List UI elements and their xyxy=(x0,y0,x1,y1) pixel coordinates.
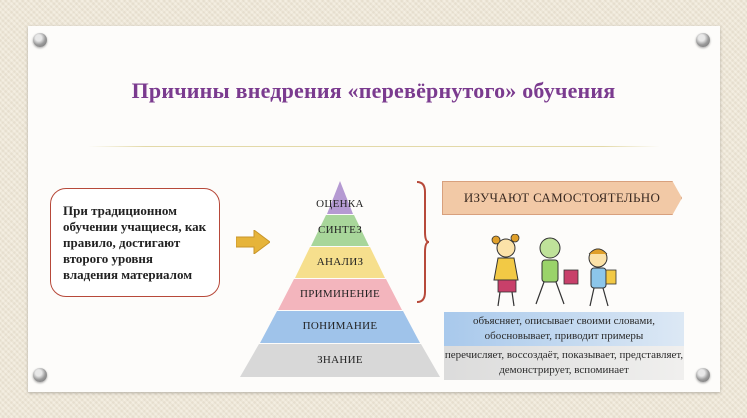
pyramid-level-synthesis xyxy=(311,215,369,246)
pyramid-label-application: ПРИМИНЕНИЕ xyxy=(300,288,380,300)
pyramid-level-application xyxy=(278,279,402,310)
pyramid-level-analysis xyxy=(295,247,385,278)
pin-icon xyxy=(33,33,47,47)
pyramid-label-knowledge: ЗНАНИЕ xyxy=(317,354,363,366)
pin-icon xyxy=(696,368,710,382)
pin-icon xyxy=(33,368,47,382)
knowledge-description: перечисляет, воссоздаёт, показывает, пре… xyxy=(444,346,684,380)
pyramid-level-evaluation xyxy=(327,181,353,214)
pyramid-level-understanding xyxy=(260,311,420,343)
pin-icon xyxy=(696,33,710,47)
children-illustration xyxy=(491,234,617,307)
brace-icon xyxy=(416,181,429,303)
pyramid-label-analysis: АНАЛИЗ xyxy=(316,256,364,268)
pyramid-level-knowledge xyxy=(240,344,440,377)
pyramid-label-synthesis: СИНТЕЗ xyxy=(317,224,363,236)
self-study-label: ИЗУЧАЮТ САМОСТОЯТЕЛЬНО xyxy=(463,190,661,205)
slide-title: Причины внедрения «перевёрнутого» обучен… xyxy=(131,78,616,103)
pyramid-label-evaluation: ОЦЕНКА xyxy=(316,198,364,210)
arrow-right-icon xyxy=(236,230,270,254)
pyramid-label-understanding: ПОНИМАНИЕ xyxy=(302,320,378,332)
self-study-banner: ИЗУЧАЮТ САМОСТОЯТЕЛЬНО xyxy=(442,181,682,215)
understanding-description: объясняет, описывает своими словами, обо… xyxy=(444,312,684,346)
traditional-learning-text: При традиционном обучении учащиеся, как … xyxy=(63,203,207,282)
title-divider xyxy=(88,146,660,147)
traditional-learning-box: При традиционном обучении учащиеся, как … xyxy=(50,188,220,297)
